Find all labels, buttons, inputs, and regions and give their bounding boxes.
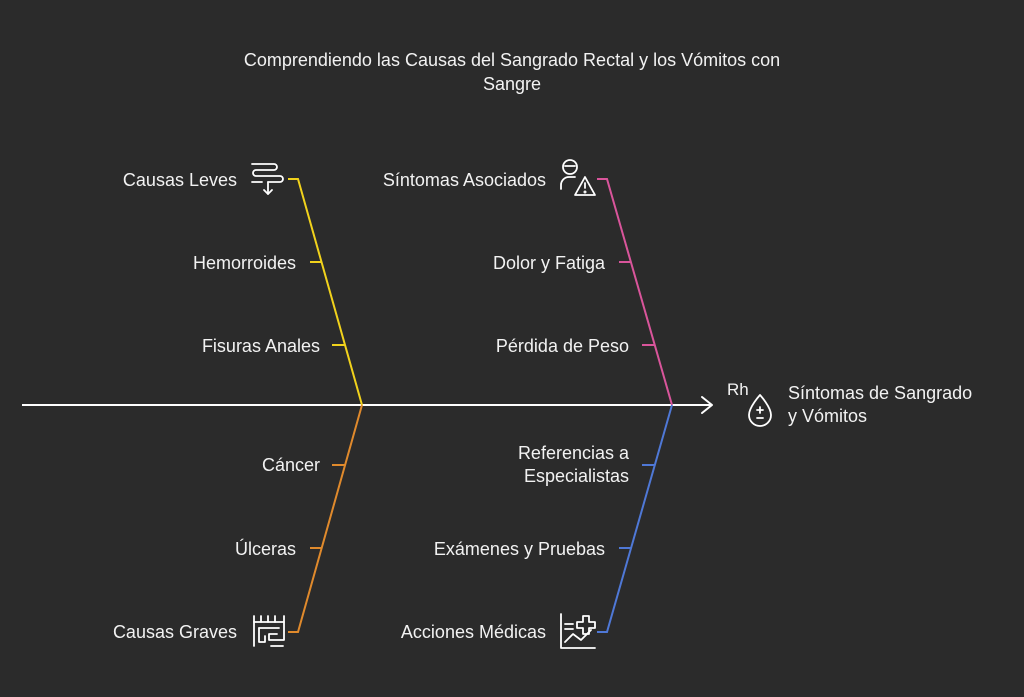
blood-drop-icon: [748, 394, 772, 427]
label-cancer: Cáncer: [261, 455, 320, 475]
branch-sintomas-asociados: [597, 178, 673, 406]
branch-line-causas-leves: [288, 178, 363, 406]
label-hemorroides: Hemorroides: [192, 253, 296, 273]
spine-arrowhead: [701, 396, 713, 414]
branch-acciones-medicas: [597, 404, 673, 633]
digestive-flow-icon: [251, 163, 284, 195]
label-fisuras-anales: Fisuras Anales: [201, 336, 320, 356]
label-referencias-line-2: Especialistas: [523, 466, 629, 486]
branch-line-sintomas-asociados: [597, 178, 673, 406]
title-line-2: Sangre: [482, 74, 542, 94]
branch-causas-leves: [288, 178, 363, 406]
person-warning-icon: [560, 159, 596, 196]
label-acciones-medicas: Acciones Médicas: [400, 622, 546, 642]
label-perdida-peso: Pérdida de Peso: [495, 336, 629, 356]
label-ulceras: Úlceras: [234, 539, 296, 559]
label-referencias-line-1: Referencias a: [517, 443, 629, 463]
branch-causas-graves: [288, 404, 363, 633]
label-dolor-fatiga: Dolor y Fatiga: [492, 253, 605, 273]
head-label: Síntomas de Sangrado y Vómitos: [788, 382, 972, 428]
medical-chart-icon: [560, 613, 596, 649]
label-examenes-pruebas: Exámenes y Pruebas: [433, 539, 605, 559]
rh-symbol: Rh: [727, 380, 749, 399]
diagram-title: Comprendiendo las Causas del Sangrado Re…: [0, 48, 1024, 96]
branch-line-acciones-medicas: [597, 404, 673, 633]
label-causas-graves: Causas Graves: [112, 622, 237, 642]
branch-line-causas-graves: [288, 404, 363, 633]
head-line-2: y Vómitos: [788, 406, 868, 426]
label-referencias-especialistas: Referencias a Especialistas: [518, 442, 629, 488]
head-line-1: Síntomas de Sangrado: [788, 383, 973, 403]
stomach-organ-icon: [253, 615, 285, 647]
title-line-1: Comprendiendo las Causas del Sangrado Re…: [243, 50, 781, 70]
label-sintomas-asociados: Síntomas Asociados: [382, 170, 546, 190]
label-causas-leves: Causas Leves: [122, 170, 237, 190]
